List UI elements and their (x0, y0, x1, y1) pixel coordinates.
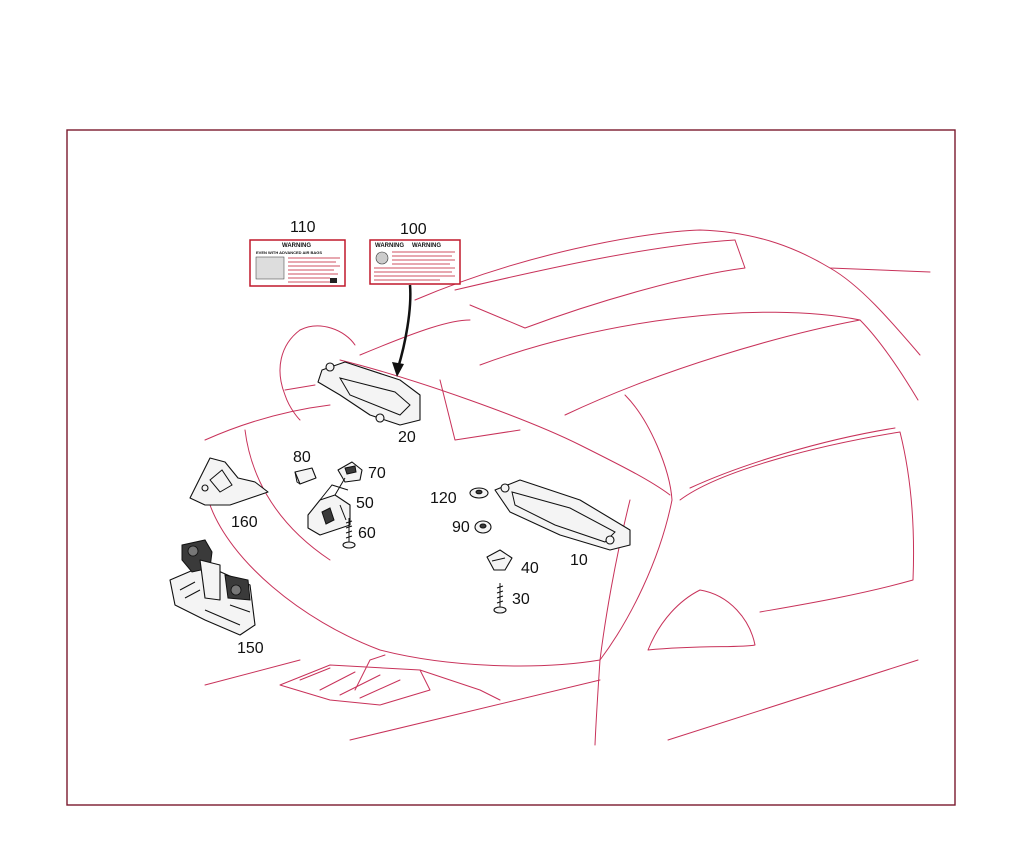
screw-60 (342, 518, 356, 549)
warning-label-110: WARNING EVEN WITH ADVANCED AIR BAGS (249, 239, 346, 287)
callout-60: 60 (358, 525, 376, 542)
label-100-heading-right: WARNING (412, 243, 441, 249)
label-110-subheading: EVEN WITH ADVANCED AIR BAGS (256, 250, 322, 255)
callout-30: 30 (512, 591, 530, 608)
callout-110: 110 (290, 219, 316, 236)
sun-visor-left-20 (317, 361, 421, 426)
label-100-heading-left: WARNING (375, 243, 404, 249)
callout-100: 100 (400, 221, 427, 238)
callout-150: 150 (237, 640, 264, 657)
clip-40 (486, 549, 513, 571)
washer-120 (469, 487, 489, 499)
callout-160: 160 (231, 514, 258, 531)
callout-10: 10 (570, 552, 588, 569)
arrow-100-to-visor (392, 284, 412, 377)
callout-90: 90 (452, 519, 470, 536)
callout-20: 20 (398, 429, 416, 446)
warning-label-100: WARNING WARNING (369, 239, 461, 285)
bracket-50 (307, 477, 351, 536)
washer-90 (474, 520, 492, 534)
screw-30 (493, 583, 507, 614)
assembly-150 (169, 539, 256, 636)
car-body-outline (204, 229, 931, 746)
clip-70 (337, 461, 363, 483)
callout-80: 80 (293, 449, 311, 466)
label-110-heading: WARNING (282, 243, 311, 249)
diagram-frame (66, 129, 956, 806)
callout-70: 70 (368, 465, 386, 482)
callout-50: 50 (356, 495, 374, 512)
callout-40: 40 (521, 560, 539, 577)
cover-160 (189, 457, 269, 506)
block-80 (294, 467, 317, 485)
sun-visor-right-10 (494, 479, 631, 551)
callout-labels: 110 100 20 80 70 50 60 160 150 120 90 10… (231, 219, 588, 657)
callout-120: 120 (430, 490, 457, 507)
